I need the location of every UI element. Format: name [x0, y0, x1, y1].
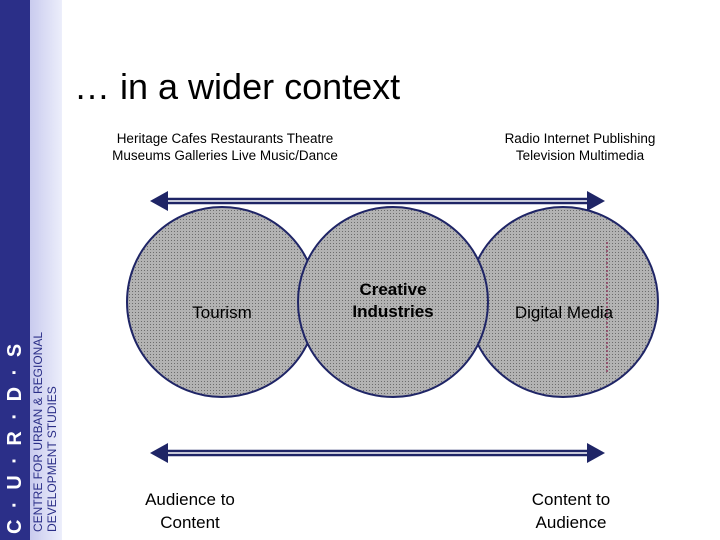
slide-title: … in a wider context — [74, 66, 401, 107]
sidebar-light-band — [30, 0, 62, 540]
top-left-line1: Heritage Cafes Restaurants Theatre — [116, 131, 334, 146]
top-left-line2: Museums Galleries Live Music/Dance — [112, 148, 338, 163]
bottom-right-line2: Audience — [535, 513, 607, 532]
digital-media-label: Digital Media — [514, 303, 614, 322]
top-left-label: Heritage Cafes Restaurants Theatre Museu… — [95, 130, 355, 164]
creative-industries-label: Creative Industries — [333, 279, 453, 323]
creative-industries-line1: Creative — [359, 280, 427, 299]
top-right-line1: Radio Internet Publishing — [504, 131, 656, 146]
creative-industries-circle — [297, 206, 489, 398]
bottom-right-label: Content to Audience — [501, 488, 641, 534]
bottom-left-line1: Audience to — [145, 490, 235, 509]
bottom-left-label: Audience to Content — [120, 488, 260, 534]
creative-industries-line2: Industries — [352, 302, 434, 321]
top-right-line2: Television Multimedia — [515, 148, 645, 163]
bottom-left-line2: Content — [160, 513, 220, 532]
top-double-arrow — [150, 191, 605, 211]
bottom-right-line1: Content to — [531, 490, 611, 509]
sidebar-band — [0, 0, 30, 540]
top-right-label: Radio Internet Publishing Television Mul… — [490, 130, 670, 164]
bottom-double-arrow — [150, 443, 605, 463]
tourism-label: Tourism — [192, 303, 252, 322]
